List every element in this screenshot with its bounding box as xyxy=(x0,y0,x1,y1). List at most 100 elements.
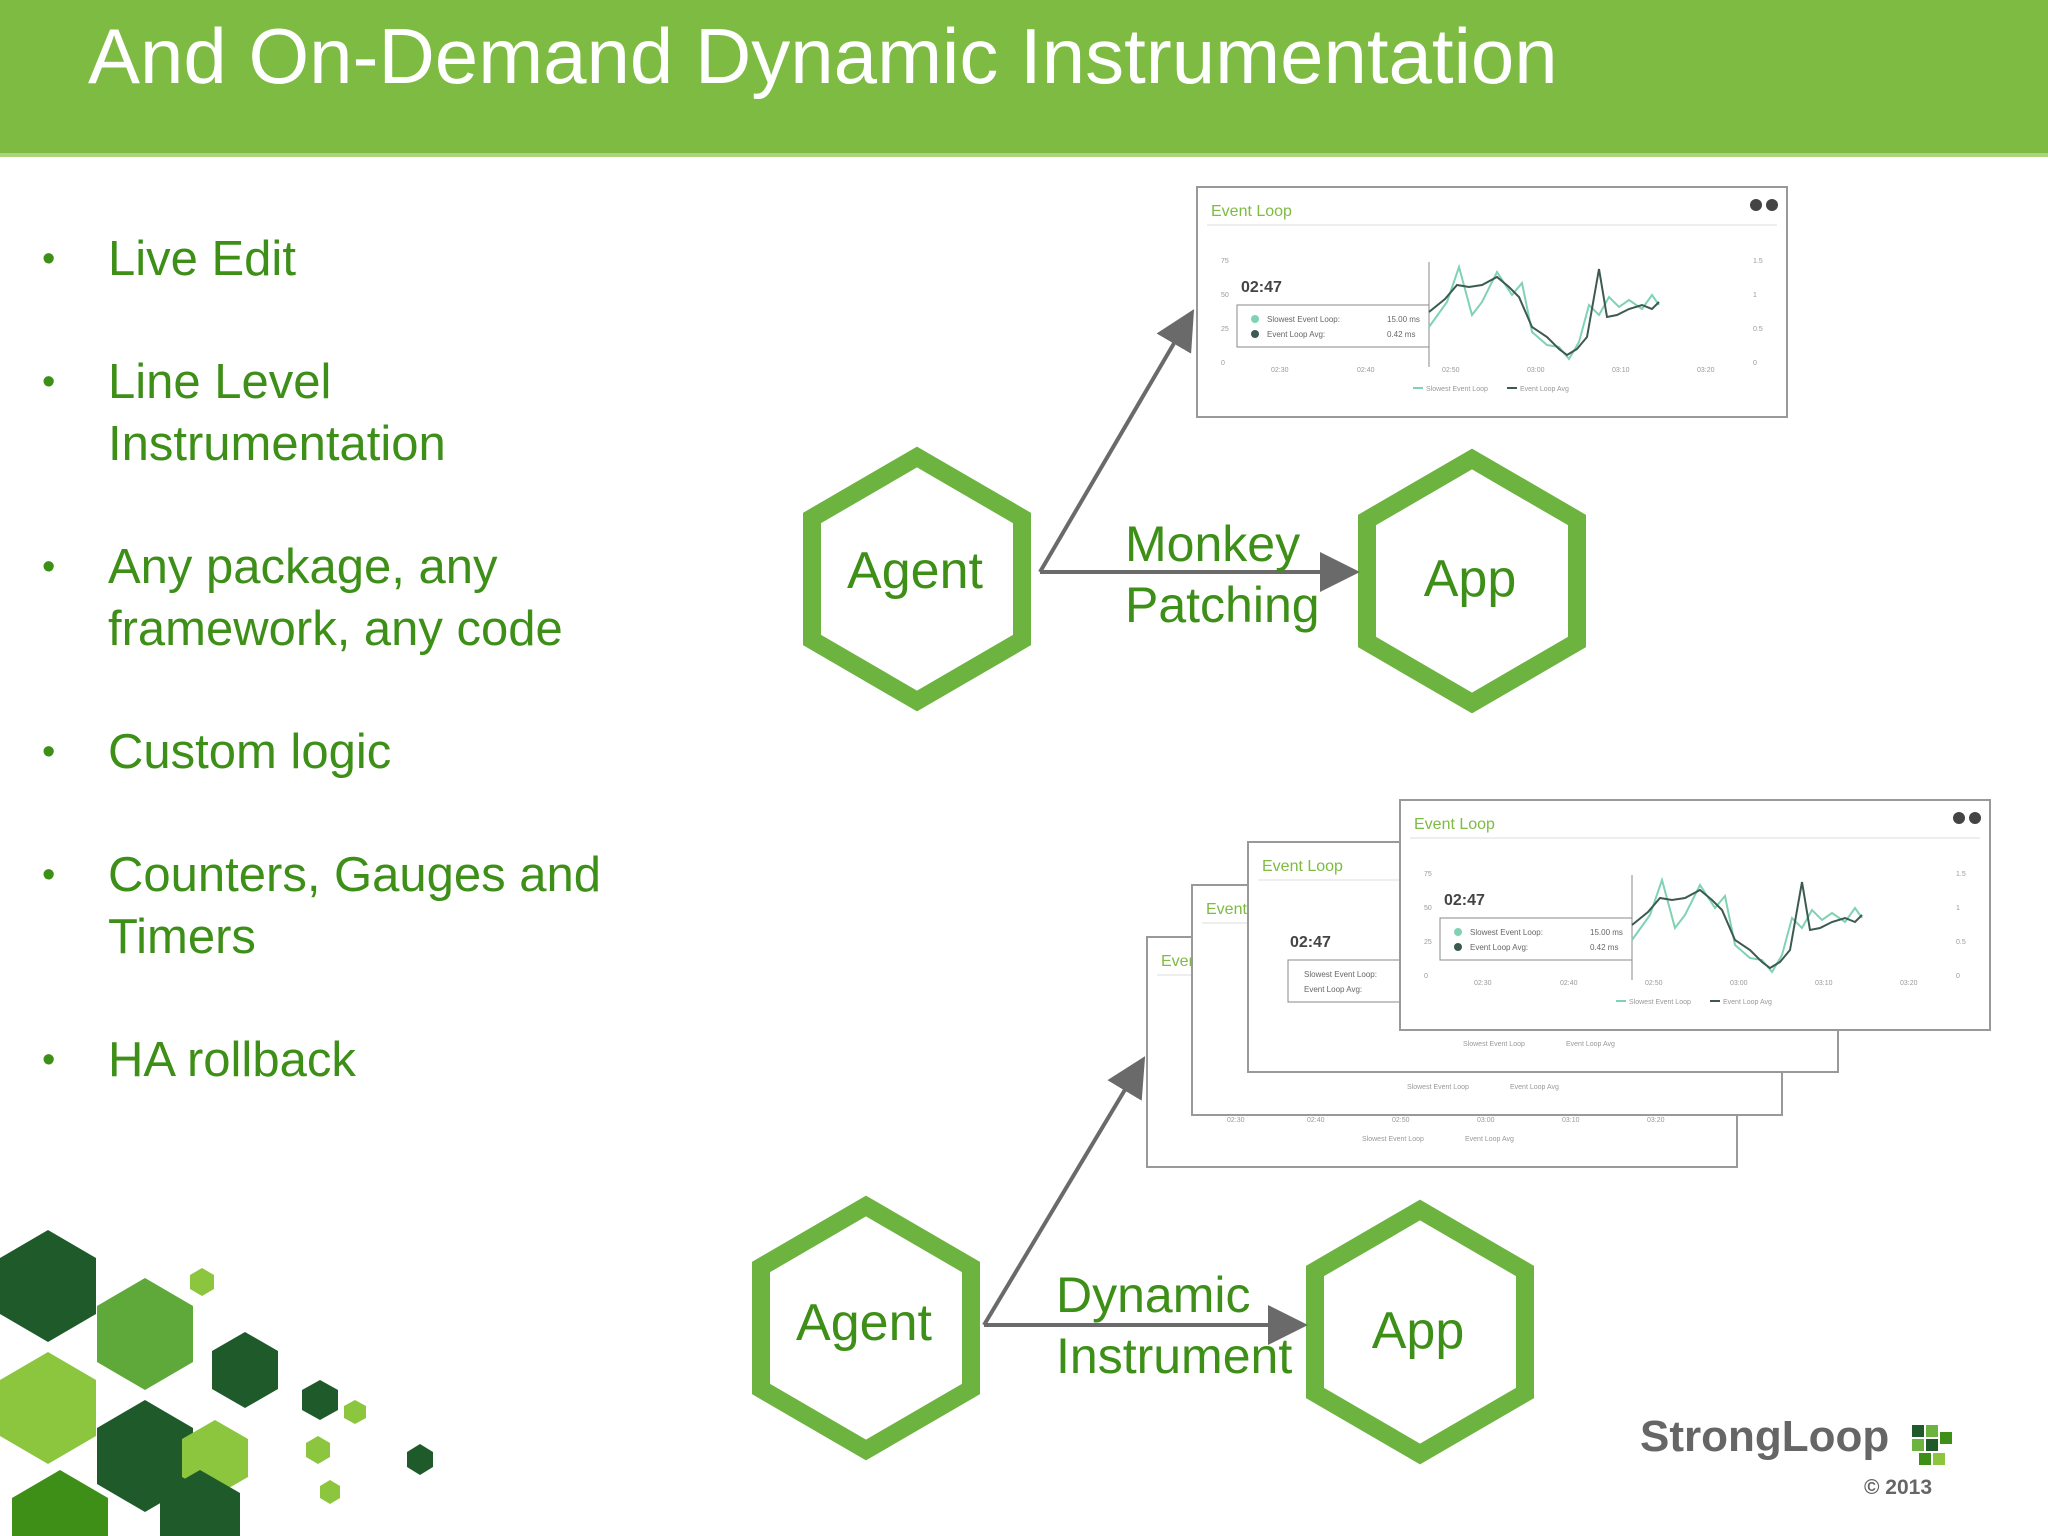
agent-label-bottom: Agent xyxy=(796,1294,932,1352)
panel-frame xyxy=(1399,799,1991,1031)
bullet-dot: • xyxy=(42,1039,56,1081)
x-tick: 02:30 xyxy=(1474,980,1492,987)
deco-hex-icon xyxy=(0,1230,96,1342)
bullet-dot: • xyxy=(42,546,56,588)
avg-series-line xyxy=(1428,268,1660,357)
deco-hex-icon xyxy=(97,1400,193,1512)
x-tick: 02:30 xyxy=(1227,1117,1245,1124)
bullet-dot: • xyxy=(42,854,56,896)
panel-frame xyxy=(1196,186,1788,418)
tooltip-box xyxy=(1236,304,1430,348)
x-tick: 02:50 xyxy=(1645,980,1663,987)
help-icon[interactable] xyxy=(1969,812,1981,824)
bullet-text: Any package, any xyxy=(108,540,498,594)
legend-avg: Event Loop Avg xyxy=(1566,1041,1615,1048)
panel-title: Event Loop xyxy=(1262,858,1343,875)
y-tick: 0 xyxy=(1753,360,1757,367)
slowest-series-line xyxy=(1631,876,1863,974)
strongloop-logo-text: StrongLoop xyxy=(1640,1412,1890,1461)
info-icon[interactable] xyxy=(1953,812,1965,824)
arrow-to-panel-bottom xyxy=(982,1056,1146,1327)
tooltip-slowest-label: Slowest Event Loop: xyxy=(1267,315,1340,324)
bullet-text: Custom logic xyxy=(108,725,392,779)
y-tick: 1 xyxy=(1753,292,1757,299)
help-icon[interactable] xyxy=(1766,199,1778,211)
deco-hex-icon xyxy=(160,1470,240,1536)
deco-hex-icon xyxy=(97,1278,193,1390)
tooltip-time: 02:47 xyxy=(1444,892,1485,909)
x-tick: 02:50 xyxy=(1442,367,1460,374)
tooltip-slowest-label: Slowest Event Loop: xyxy=(1470,928,1543,937)
bullet-item: •Live Edit xyxy=(42,228,682,290)
connector-label-bottom-1: Dynamic xyxy=(1056,1267,1250,1323)
app-label-bottom: App xyxy=(1372,1302,1465,1360)
app-label-top: App xyxy=(1424,550,1517,608)
stacked-panels: Event Loop Slowest Event Loop Event Loop… xyxy=(1146,799,1991,1168)
panel-title: Event Loop xyxy=(1414,816,1495,833)
bullet-text: Live Edit xyxy=(108,232,296,286)
y-tick: 50 xyxy=(1221,292,1229,299)
legend-slowest: Slowest Event Loop xyxy=(1407,1084,1469,1091)
y-tick: 25 xyxy=(1424,939,1432,946)
x-tick: 02:30 xyxy=(1271,367,1289,374)
bullet-item: • Any package, any framework, any code xyxy=(42,536,682,660)
y-tick: 0 xyxy=(1956,973,1960,980)
tooltip-slowest-label: Slowest Event Loop: xyxy=(1304,970,1377,979)
bullet-dot: • xyxy=(42,361,56,403)
slowest-dot-icon xyxy=(1454,928,1462,936)
x-tick: 02:40 xyxy=(1560,980,1578,987)
tooltip-time: 02:47 xyxy=(1241,279,1282,296)
avg-series-line xyxy=(1631,881,1863,970)
event-loop-panel-front: Event Loop 02:47 Slowest Event Loop: Eve… xyxy=(1399,799,1991,1031)
x-tick: 03:00 xyxy=(1527,367,1545,374)
y-tick: 0.5 xyxy=(1956,939,1966,946)
x-tick: 02:40 xyxy=(1307,1117,1325,1124)
x-tick: 03:20 xyxy=(1697,367,1715,374)
info-icon[interactable] xyxy=(1750,199,1762,211)
tooltip-slowest-value: 15.00 ms xyxy=(1590,928,1623,937)
deco-hex-icon xyxy=(320,1480,340,1504)
tooltip-avg-value: 0.42 ms xyxy=(1590,943,1618,952)
y-tick: 50 xyxy=(1424,905,1432,912)
y-tick: 75 xyxy=(1221,258,1229,265)
agent-hexagon-top xyxy=(803,446,1031,712)
bullet-dot: • xyxy=(42,731,56,773)
x-tick: 03:00 xyxy=(1730,980,1748,987)
slowest-dot-icon xyxy=(1251,315,1259,323)
avg-dot-icon xyxy=(1251,330,1259,338)
tooltip-box xyxy=(1287,959,1409,1003)
connector-label-top-1: Monkey xyxy=(1125,516,1300,572)
agent-label-top: Agent xyxy=(847,542,983,600)
legend-slowest: Slowest Event Loop xyxy=(1463,1041,1525,1048)
deco-hex-icon xyxy=(0,1352,96,1464)
y-tick: 0.5 xyxy=(1753,326,1763,333)
deco-hex-icon xyxy=(306,1436,330,1464)
copyright-text: © 2013 xyxy=(1864,1476,1933,1499)
y-tick: 1.5 xyxy=(1753,258,1763,265)
y-tick: 25 xyxy=(1221,326,1229,333)
bullet-text-cont: framework, any code xyxy=(108,602,563,656)
y-tick: 75 xyxy=(1424,871,1432,878)
event-loop-panel: Event Loop 02:47 Slowest Event Loop: Eve… xyxy=(1196,186,1788,418)
deco-hex-icon xyxy=(190,1268,214,1296)
x-tick: 02:40 xyxy=(1357,367,1375,374)
arrow-to-panel-top xyxy=(1038,309,1195,574)
tooltip-avg-value: 0.42 ms xyxy=(1387,330,1415,339)
slide-title: And On-Demand Dynamic Instrumentation xyxy=(88,12,1558,100)
deco-hex-icon xyxy=(212,1332,278,1408)
x-tick: 02:50 xyxy=(1392,1117,1410,1124)
event-loop-panel-back1: Event Loop 02:47 Slowest Event Loop: Eve… xyxy=(1247,841,1839,1073)
legend-avg: Event Loop Avg xyxy=(1465,1136,1514,1143)
x-tick: 03:10 xyxy=(1815,980,1833,987)
bullet-text: Line Level xyxy=(108,355,332,409)
tooltip-avg-label: Event Loop Avg: xyxy=(1267,330,1325,339)
bullet-item: • Custom logic xyxy=(42,721,682,783)
decorative-hex-pattern xyxy=(0,1230,433,1536)
y-tick: 1 xyxy=(1956,905,1960,912)
tooltip-slowest-value: 15.00 ms xyxy=(1387,315,1420,324)
slowest-series-line xyxy=(1428,263,1660,361)
x-tick: 03:20 xyxy=(1900,980,1918,987)
